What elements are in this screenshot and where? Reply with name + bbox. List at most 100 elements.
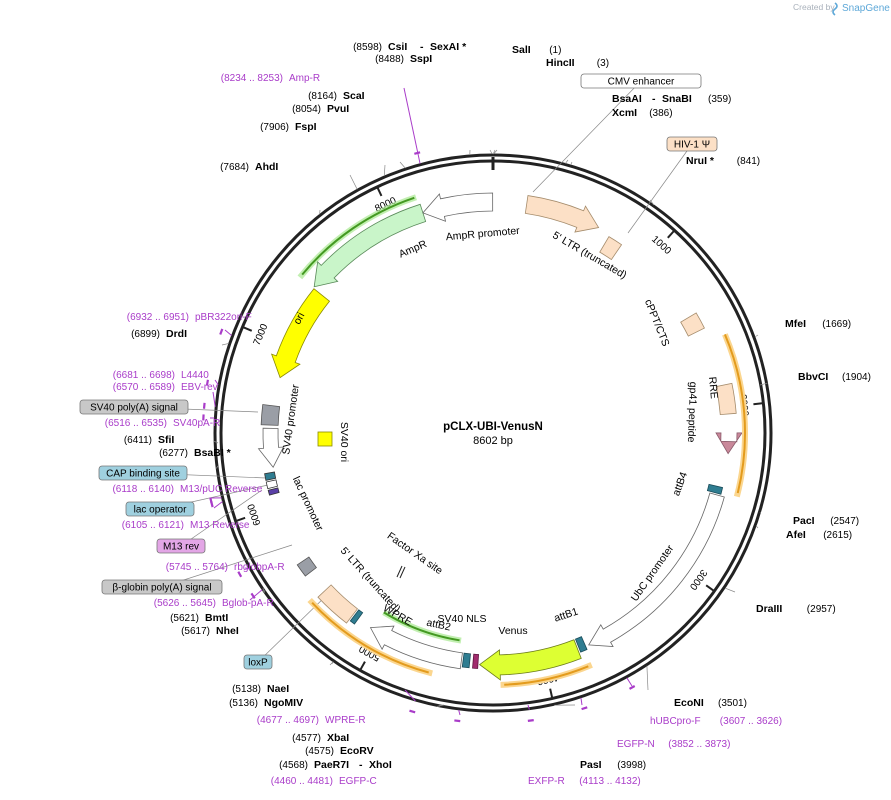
primer-bar-7: [237, 571, 243, 578]
sv40p-feature: [257, 427, 285, 468]
feature-box-text-1: HIV-1 Ψ: [674, 140, 710, 151]
enzyme-site-9: DraIII(2957): [756, 603, 836, 615]
gp41-label: gp41 peptide: [685, 382, 699, 443]
created-by-text: Created by: [793, 2, 835, 12]
primer-leader-11: [527, 704, 530, 710]
attb4-feature: [706, 483, 724, 495]
enzyme-site-1: HincII(3): [546, 57, 609, 69]
enzyme-site-13: (4575)EcoRV: [305, 745, 374, 757]
enzyme-name-14: XbaI: [327, 732, 349, 744]
plasmid-name: pCLX-UBI-VenusN: [443, 421, 543, 433]
attb2-feature: [461, 652, 471, 669]
hiv-psi-feature: [599, 236, 623, 261]
primer-bar-6: [210, 501, 214, 508]
primer-range-2: (6681 .. 6698): [113, 370, 175, 381]
feature-box-bg-3: [98, 465, 188, 481]
feature-box-6: β-globin poly(A) signal: [101, 579, 223, 595]
feature-box-bg-4: [125, 501, 195, 517]
m13-feature: [267, 487, 280, 496]
enzyme-leader-19: [215, 465, 219, 469]
primer-leader-13: [626, 677, 633, 687]
enzyme-name-15: NgoMIV: [264, 697, 303, 709]
ampr-arc: [301, 196, 415, 276]
enzyme-pos-4: (841): [737, 156, 760, 167]
sv40pa-feature: [260, 404, 281, 426]
bglobin-feature: [296, 556, 317, 577]
primer-bar-10: [454, 719, 461, 723]
enzyme-name2-27: SexAI *: [430, 41, 467, 53]
bottom-arc-2: [311, 601, 429, 674]
wpre-feature: [369, 625, 463, 670]
primer-bar-13: [628, 685, 636, 690]
tick-label-7000: 7000: [252, 322, 271, 347]
rre-feature: [715, 382, 737, 416]
enzyme-site-18: (5621)BmtI: [170, 612, 228, 624]
snapgene-logo: SnapGene: [832, 2, 890, 16]
enzyme-pos-16: (5138): [232, 684, 261, 695]
enzyme-pos-17: (5617): [181, 626, 210, 637]
primer-range-8: (5626 .. 5645): [154, 598, 216, 609]
enzyme-pos-21: (6899): [131, 329, 160, 340]
cap-feature: [264, 471, 277, 481]
enzyme-sep-2: -: [652, 93, 656, 105]
enzyme-pos-2: (359): [708, 94, 731, 105]
enzyme-name-3: XcmI: [612, 107, 637, 119]
enzyme-name-24: PvuI: [327, 103, 349, 115]
enzyme-pos-3: (386): [649, 108, 672, 119]
sv40p-label: SV40 promoter: [280, 383, 302, 455]
enzyme-name-12: PaeR7I: [314, 759, 349, 771]
enzyme-pos-9: (2957): [807, 604, 836, 615]
primer-range-13: (3607 .. 3626): [720, 716, 782, 727]
primer-range-3: (6570 .. 6589): [113, 382, 175, 393]
enzyme-pos-7: (2547): [830, 516, 859, 527]
primer-12: EGFP-N(3852 .. 3873): [581, 706, 730, 750]
enzyme-leader-5: [754, 334, 759, 338]
feature-box-7: loxP: [243, 654, 273, 670]
primer-leader-6: [213, 501, 223, 509]
ori-feature: [270, 288, 331, 379]
primer-name-10: EGFP-C: [339, 776, 377, 787]
enzyme-site-26: (8488)SspI: [375, 53, 432, 65]
enzyme-pos-25: (8164): [308, 91, 337, 102]
ltr5-feature: [524, 195, 600, 233]
snapgene-logo-icon: [832, 2, 838, 16]
enzyme-name-0: SalI: [512, 44, 531, 56]
enzyme-name-17: NheI: [216, 625, 239, 637]
ori-label: ori: [291, 311, 307, 327]
primer-name-6: M13 Reverse: [190, 520, 250, 531]
feature-box-bg-7: [243, 654, 273, 670]
enzyme-pos-12: (4568): [279, 760, 308, 771]
primer-leader-12: [580, 697, 583, 706]
tick-label-3000: 3000: [687, 567, 709, 592]
enzyme-leader-18: [262, 587, 265, 593]
enzyme-leader-14: [437, 704, 445, 707]
primer-bar-2: [205, 379, 210, 386]
primer-leader-3: [212, 391, 216, 407]
enzyme-site-21: (6899) DrdI: [131, 328, 187, 340]
primer-name-1: pBR322ori-F: [195, 312, 252, 323]
enzyme-leader-25: [399, 161, 406, 169]
enzyme-name-10: EcoNI: [674, 697, 704, 709]
enzyme-leader-20: [213, 440, 219, 444]
enzyme-site-14: (4577)XbaI: [292, 732, 349, 744]
enzyme-pos-20: (6411): [124, 435, 152, 446]
enzyme-leader-6: [759, 382, 768, 386]
enzyme-leader-3: [570, 161, 573, 166]
enzyme-site-24: (8054)PvuI: [292, 103, 349, 115]
enzyme-pos-19: (6277): [159, 448, 188, 459]
loxp-feature: [349, 609, 364, 625]
enzyme-pos-5: (1669): [822, 319, 851, 330]
ubc-feature: [588, 492, 725, 648]
enzyme-leader-0: [492, 149, 496, 155]
feature-box-bg-2: [79, 399, 189, 415]
primer-8: (5626 .. 5645)Bglob-pA-R: [154, 592, 274, 609]
enzyme-name-26: SspI: [410, 53, 432, 65]
enzyme-site-16: (5138)NaeI: [232, 683, 289, 695]
tick-6000: [236, 516, 246, 522]
enzyme-name-21: DrdI: [166, 328, 187, 340]
wpre-arc: [383, 611, 460, 642]
cppt-feature: [680, 312, 705, 337]
enzyme-sep-27: -: [420, 41, 424, 53]
cppt-label: cPPT/CTS: [642, 298, 672, 348]
